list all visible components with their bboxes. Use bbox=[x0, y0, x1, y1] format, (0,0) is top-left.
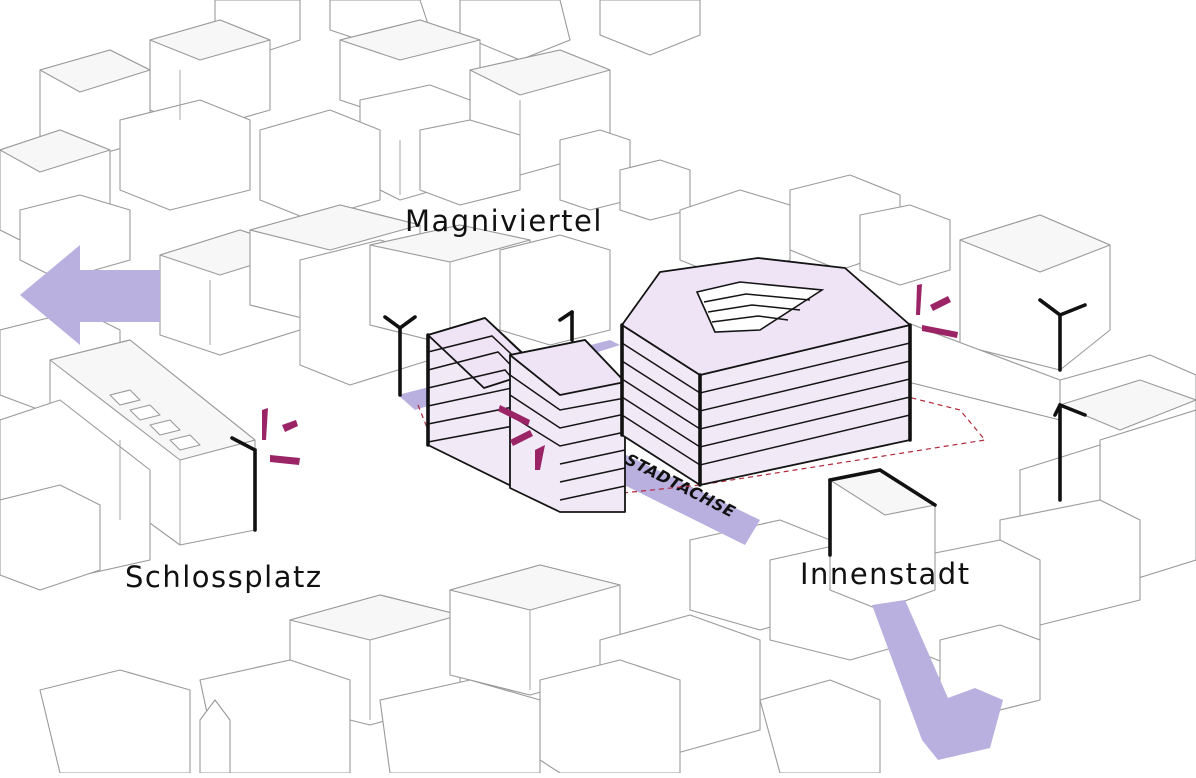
arrow-west-icon bbox=[20, 245, 160, 345]
context-buildings-south bbox=[39, 519, 1041, 774]
context-buildings-magniviertel bbox=[159, 204, 611, 386]
label-innenstadt: Innenstadt bbox=[800, 557, 971, 591]
context-buildings-east bbox=[899, 214, 1196, 626]
new-building-courtyard-block bbox=[621, 257, 911, 486]
label-schlossplatz: Schlossplatz bbox=[125, 560, 323, 594]
corner-markers bbox=[230, 298, 1087, 557]
sightline-burst-icon bbox=[262, 284, 958, 470]
context-buildings-north bbox=[0, 0, 951, 286]
new-building-middle-block bbox=[509, 339, 626, 513]
context-buildings-west bbox=[0, 309, 256, 591]
arrow-southeast-icon bbox=[872, 600, 1003, 760]
label-magniviertel: Magniviertel bbox=[405, 204, 603, 238]
